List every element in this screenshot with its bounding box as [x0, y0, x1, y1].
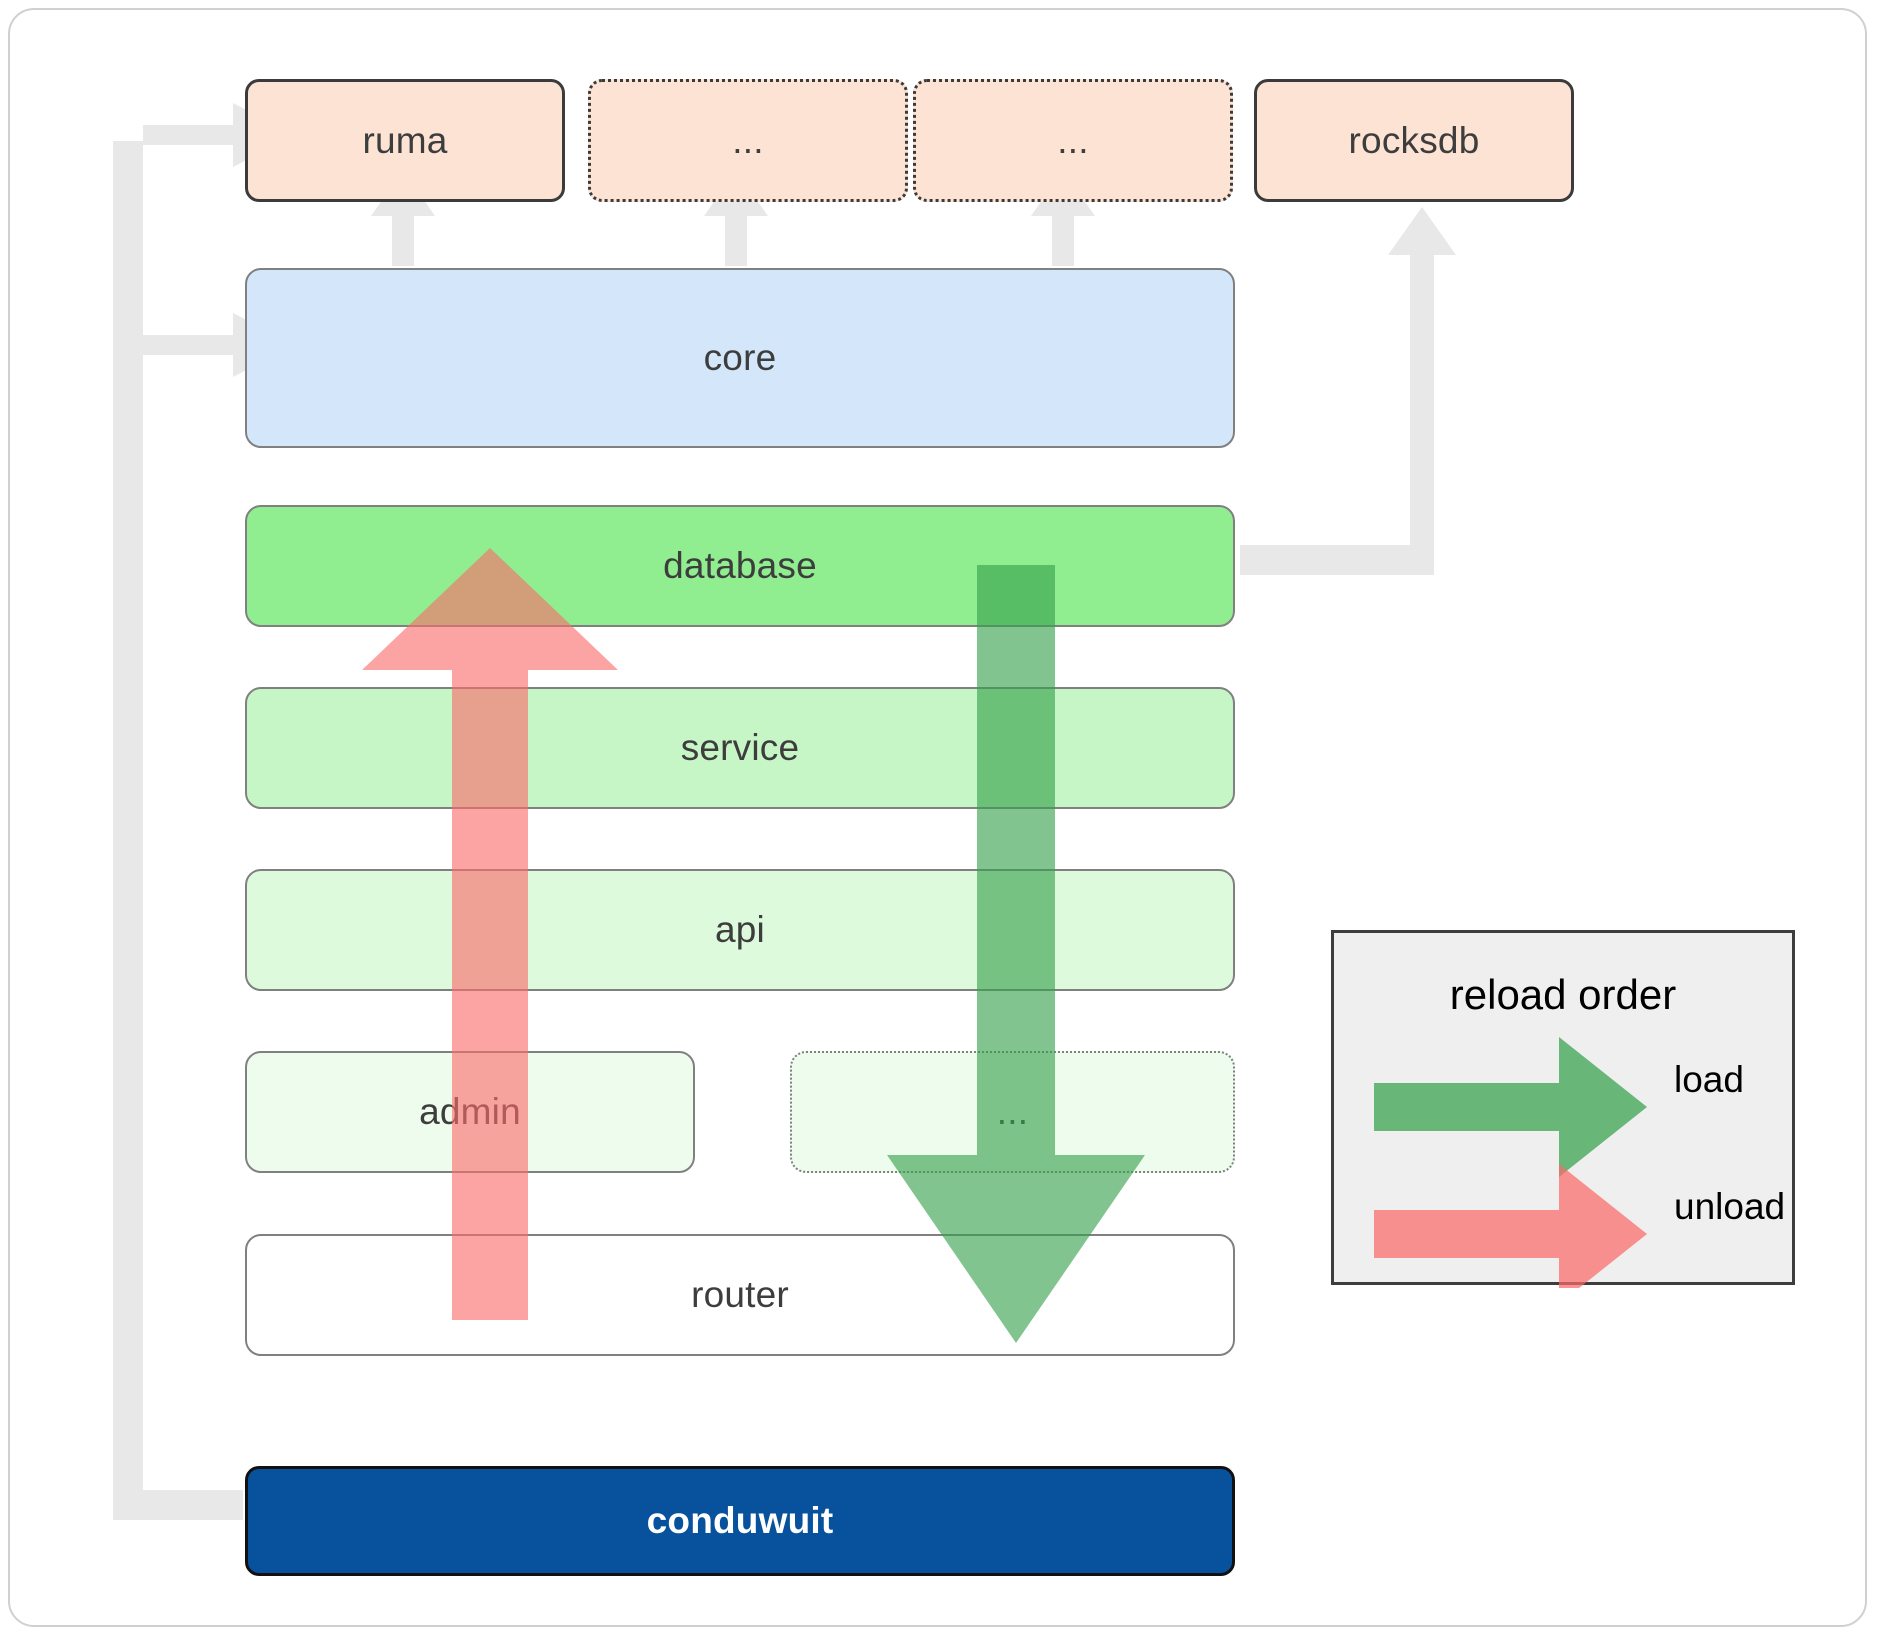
crate-label: ruma — [362, 119, 448, 161]
layer-label: api — [715, 909, 765, 950]
layer-box-placeholder[interactable]: ... — [790, 1051, 1235, 1173]
crate-box-placeholder-2[interactable]: ... — [913, 79, 1233, 202]
layer-box-core[interactable]: core — [245, 268, 1235, 448]
crate-box-placeholder-1[interactable]: ... — [588, 79, 908, 202]
crate-label: rocksdb — [1348, 119, 1480, 161]
layer-label: ... — [996, 1091, 1029, 1132]
layer-label: database — [663, 545, 817, 586]
crate-box-rocksdb[interactable]: rocksdb — [1254, 79, 1574, 202]
layer-label: core — [703, 337, 777, 378]
legend-unload-arrow — [1374, 1164, 1647, 1288]
legend-arrows — [1374, 1037, 1647, 1288]
legend-title: reload order — [1449, 971, 1677, 1018]
layer-box-api[interactable]: api — [245, 869, 1235, 991]
legend-label-unload: unload — [1674, 1186, 1786, 1227]
layer-box-admin[interactable]: admin — [245, 1051, 695, 1173]
layer-label: service — [680, 727, 800, 768]
layer-box-service[interactable]: service — [245, 687, 1235, 809]
layer-label: router — [691, 1274, 789, 1315]
crate-label: ... — [1057, 119, 1089, 161]
layer-box-router[interactable]: router — [245, 1234, 1235, 1356]
layer-box-conduwuit[interactable]: conduwuit — [245, 1466, 1235, 1576]
legend-load-arrow — [1374, 1037, 1647, 1177]
layer-label: admin — [419, 1091, 521, 1132]
legend-panel: reload order load unload — [1331, 930, 1795, 1288]
crate-label: ... — [732, 119, 764, 161]
legend-label-load: load — [1674, 1059, 1744, 1100]
binary-label: conduwuit — [646, 1500, 834, 1541]
layer-box-database[interactable]: database — [245, 505, 1235, 627]
diagram-card — [8, 8, 1867, 1627]
crate-box-ruma[interactable]: ruma — [245, 79, 565, 202]
